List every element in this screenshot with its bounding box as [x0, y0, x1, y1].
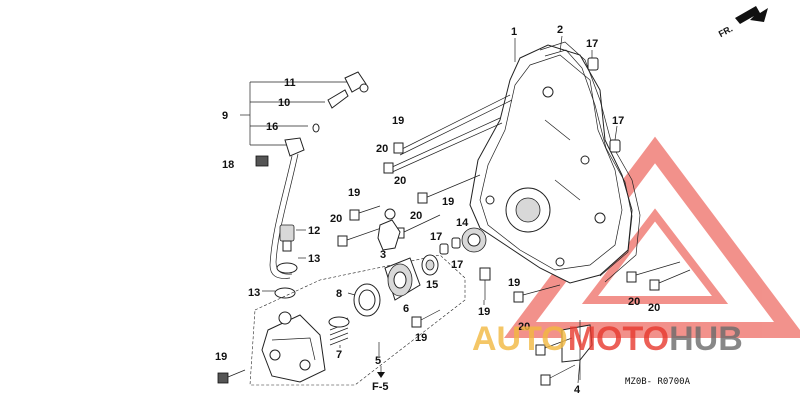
callout-label: 20: [330, 213, 342, 225]
callout-label: 20: [628, 296, 640, 308]
watermark-part-moto: MOTO: [568, 320, 669, 358]
pump-housing: [261, 311, 326, 383]
cover-bolts-lower: [513, 261, 691, 386]
dowel-pin: [439, 237, 461, 255]
callout-label: 19: [215, 351, 227, 363]
callout-label: 19: [478, 306, 490, 318]
crankcase-cover: [469, 44, 633, 284]
cover-bolts-top: [383, 94, 513, 204]
drain-bolt: [479, 267, 491, 300]
callout-label: 12: [308, 225, 320, 237]
callout-label: 17: [586, 38, 598, 50]
callout-label: 16: [266, 121, 278, 133]
oil-pipe-assembly: [240, 71, 369, 279]
cable-bracket: [377, 208, 401, 251]
spring: [328, 316, 350, 346]
callout-label: 10: [278, 97, 290, 109]
diagram-code: MZ0B- R0700A: [625, 377, 691, 387]
callout-label: 17: [451, 259, 463, 271]
callout-label: 19: [348, 187, 360, 199]
callout-label: 17: [430, 231, 442, 243]
lower-bracket: [561, 320, 593, 380]
callout-label: 20: [376, 143, 388, 155]
watermark-part-auto: AUTO: [472, 320, 568, 358]
reference-label: F-5: [372, 381, 389, 393]
pump-group-outline: [249, 254, 466, 386]
callout-label: 18: [222, 159, 234, 171]
leader-lines: [262, 35, 618, 384]
callout-label: 19: [392, 115, 404, 127]
reference-arrow-icon: [377, 372, 385, 378]
callout-label: 6: [403, 303, 409, 315]
callout-label: 3: [380, 249, 386, 261]
front-mark-label: FR.: [717, 23, 734, 39]
watermark-text: AUTOMOTOHUB: [472, 320, 743, 358]
callout-label: 13: [248, 287, 260, 299]
callout-label: 13: [308, 253, 320, 265]
callout-labels: 1 2 17 17 11 10 9 16 18 19 20 20 19 20 1…: [215, 24, 660, 396]
callout-label: 8: [336, 288, 342, 300]
bearing-holder: [384, 257, 421, 301]
front-arrow-icon: [735, 6, 768, 24]
oil-seal: [461, 227, 487, 253]
callout-label: 17: [612, 115, 624, 127]
callout-label: 20: [518, 321, 530, 333]
sealing-washers: [274, 262, 298, 299]
callout-label: 20: [648, 302, 660, 314]
callout-label: 15: [426, 279, 438, 291]
callout-label: 7: [336, 349, 342, 361]
callout-label: 19: [415, 332, 427, 344]
pump-bolt: [217, 309, 441, 384]
callout-label: 19: [508, 277, 520, 289]
callout-label: 2: [557, 24, 563, 36]
callout-label: 9: [222, 110, 228, 122]
callout-label: 11: [284, 77, 296, 89]
callout-label: 20: [394, 175, 406, 187]
callout-label: 4: [574, 384, 581, 396]
callout-label: 19: [442, 196, 454, 208]
callout-label: 20: [410, 210, 422, 222]
o-ring: [353, 283, 381, 317]
callout-label: 14: [456, 217, 469, 229]
callout-label: 1: [511, 26, 517, 38]
watermark-part-hub: HUB: [669, 320, 743, 358]
banjo-bolt: [279, 224, 295, 252]
callout-label: 5: [375, 355, 381, 367]
bearing: [421, 254, 439, 276]
